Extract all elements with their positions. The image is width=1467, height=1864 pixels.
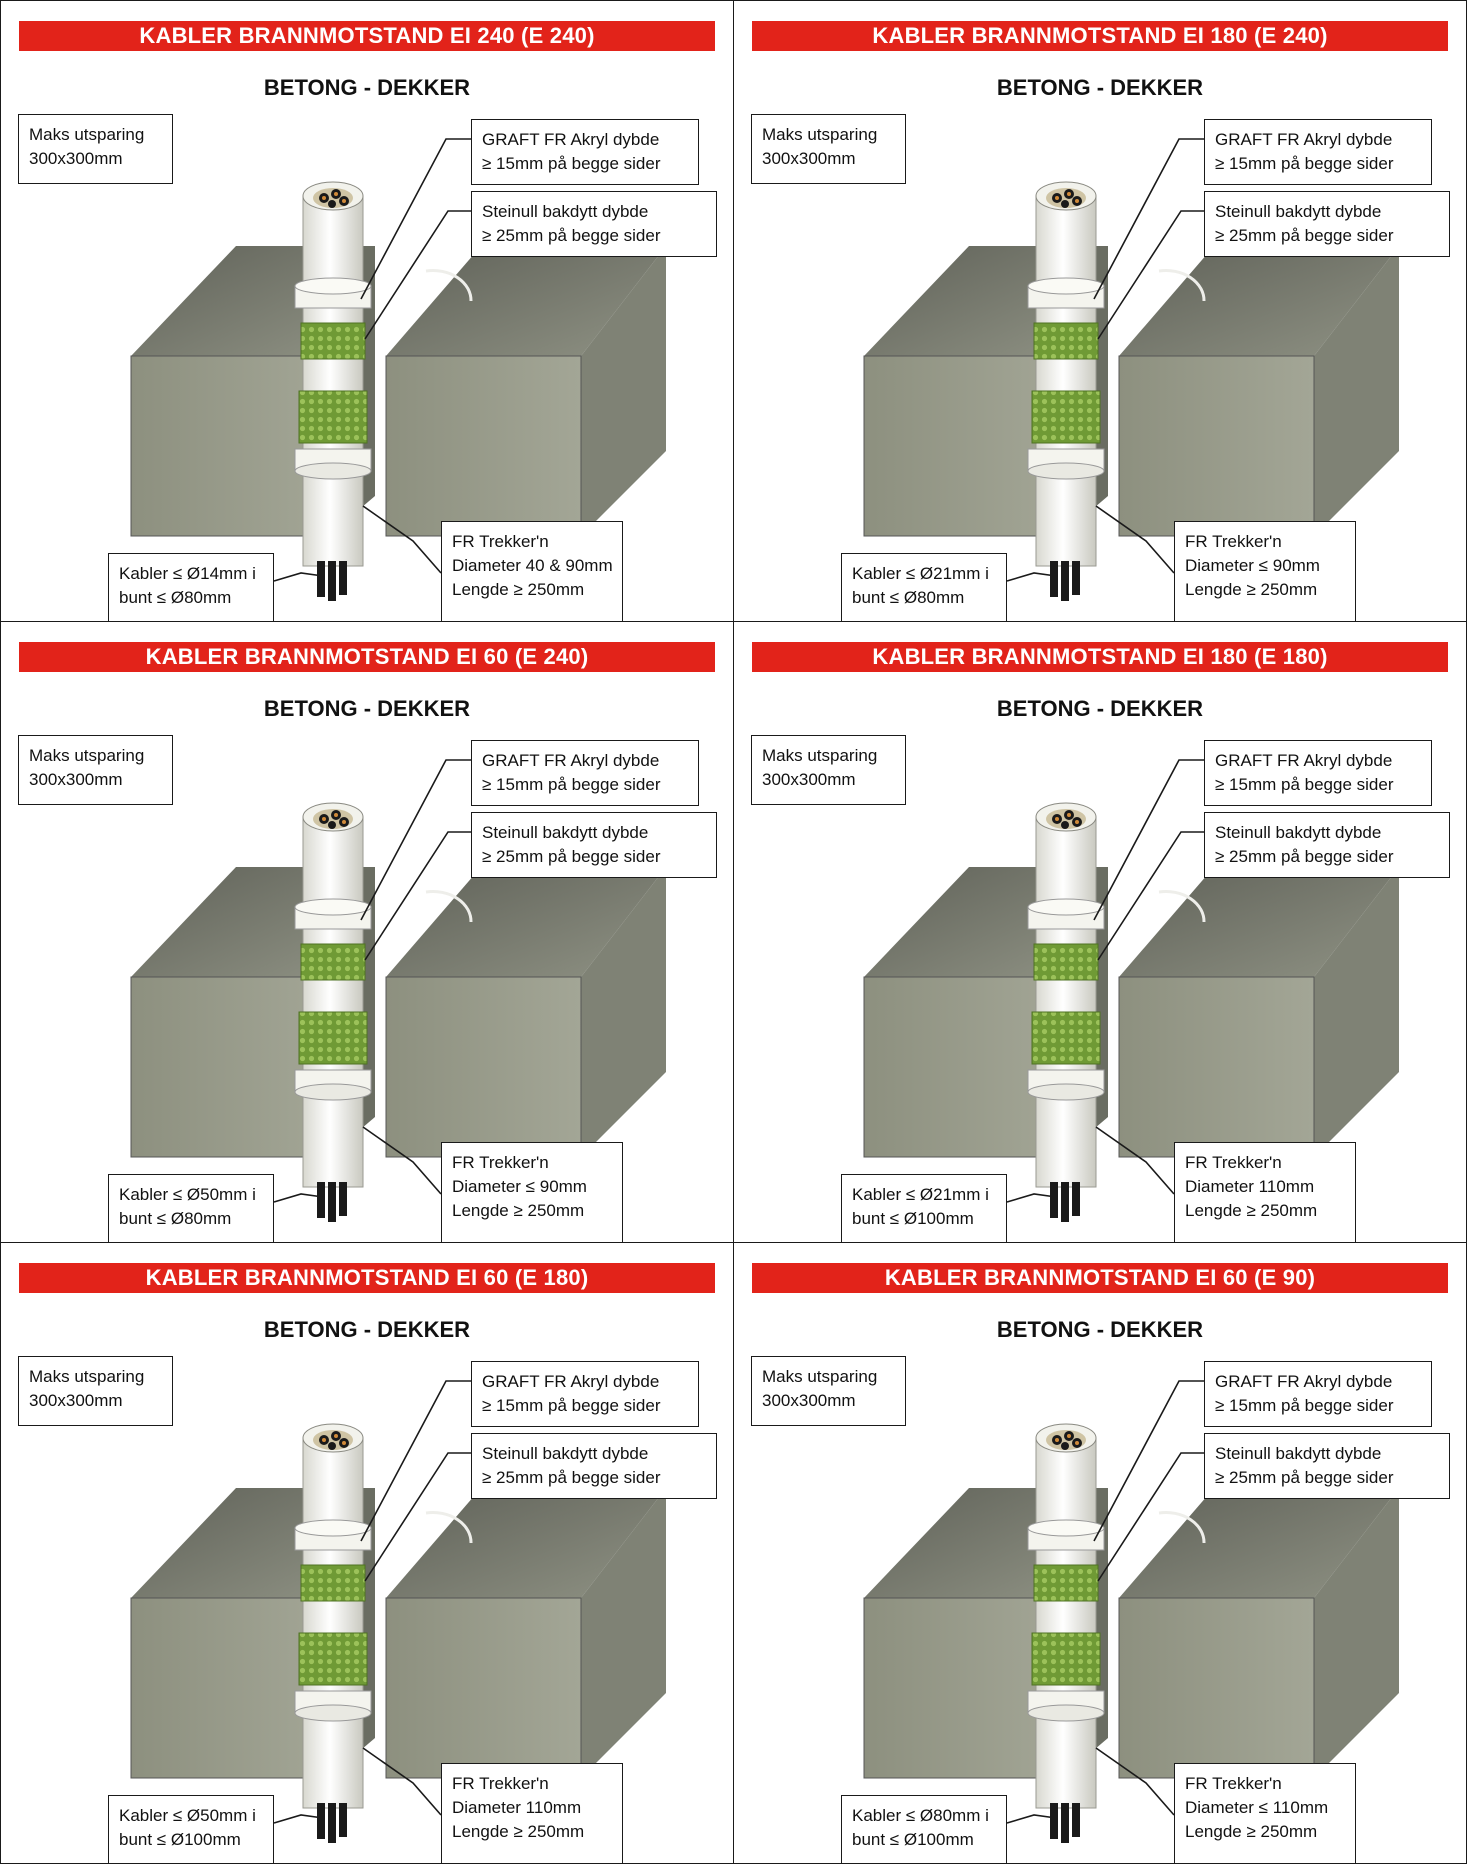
leader-lines: [1006, 759, 1204, 1203]
concrete-slab-right: [385, 246, 666, 537]
detail-panel-3: KABLER BRANNMOTSTAND EI 60 (E 240) BETON…: [0, 621, 734, 1243]
concrete-slab-right: [385, 1488, 666, 1779]
detail-panel-4: KABLER BRANNMOTSTAND EI 180 (E 180) BETO…: [733, 621, 1467, 1243]
leader-lines: [1006, 1380, 1204, 1824]
concrete-slab-right: [1118, 1488, 1399, 1779]
label-steinull: Steinull bakdytt dybde≥ 25mm på begge si…: [1204, 191, 1450, 257]
label-steinull: Steinull bakdytt dybde≥ 25mm på begge si…: [471, 191, 717, 257]
fr-trekker-sleeve: [294, 802, 372, 1222]
panel-subtitle: BETONG - DEKKER: [996, 75, 1204, 100]
penetration-illustration: [130, 759, 666, 1222]
panel-subtitle: BETONG - DEKKER: [996, 696, 1204, 721]
panel-subtitle: BETONG - DEKKER: [263, 1317, 471, 1342]
label-graft-akryl: GRAFT FR Akryl dybde≥ 15mm på begge side…: [471, 740, 699, 806]
label-graft-akryl: GRAFT FR Akryl dybde≥ 15mm på begge side…: [471, 1361, 699, 1427]
fr-trekker-sleeve: [294, 1423, 372, 1843]
panel-title: KABLER BRANNMOTSTAND EI 240 (E 240): [19, 21, 715, 51]
panel-subtitle: BETONG - DEKKER: [996, 1317, 1204, 1342]
label-steinull: Steinull bakdytt dybde≥ 25mm på begge si…: [471, 1433, 717, 1499]
panel-title: KABLER BRANNMOTSTAND EI 60 (E 90): [752, 1263, 1448, 1293]
panel-title: KABLER BRANNMOTSTAND EI 60 (E 240): [19, 642, 715, 672]
penetration-illustration: [863, 759, 1399, 1222]
panel-title: KABLER BRANNMOTSTAND EI 180 (E 240): [752, 21, 1448, 51]
leader-lines: [273, 759, 471, 1203]
leader-lines: [273, 1380, 471, 1824]
concrete-slab-right: [1118, 867, 1399, 1158]
penetration-illustration: [863, 1380, 1399, 1843]
label-graft-akryl: GRAFT FR Akryl dybde≥ 15mm på begge side…: [1204, 119, 1432, 185]
concrete-slab-right: [385, 867, 666, 1158]
label-graft-akryl: GRAFT FR Akryl dybde≥ 15mm på begge side…: [1204, 740, 1432, 806]
leader-lines: [1006, 138, 1204, 582]
fr-trekker-sleeve: [1027, 802, 1105, 1222]
detail-panel-1: KABLER BRANNMOTSTAND EI 240 (E 240) BETO…: [0, 0, 734, 622]
panel-title: KABLER BRANNMOTSTAND EI 60 (E 180): [19, 1263, 715, 1293]
detail-panel-5: KABLER BRANNMOTSTAND EI 60 (E 180) BETON…: [0, 1242, 734, 1864]
detail-panel-2: KABLER BRANNMOTSTAND EI 180 (E 240) BETO…: [733, 0, 1467, 622]
label-steinull: Steinull bakdytt dybde≥ 25mm på begge si…: [1204, 1433, 1450, 1499]
fr-trekker-sleeve: [1027, 1423, 1105, 1843]
panel-subtitle: BETONG - DEKKER: [263, 696, 471, 721]
leader-lines: [273, 138, 471, 582]
label-steinull: Steinull bakdytt dybde≥ 25mm på begge si…: [1204, 812, 1450, 878]
label-graft-akryl: GRAFT FR Akryl dybde≥ 15mm på begge side…: [471, 119, 699, 185]
label-graft-akryl: GRAFT FR Akryl dybde≥ 15mm på begge side…: [1204, 1361, 1432, 1427]
penetration-illustration: [130, 1380, 666, 1843]
panel-subtitle: BETONG - DEKKER: [263, 75, 471, 100]
label-steinull: Steinull bakdytt dybde≥ 25mm på begge si…: [471, 812, 717, 878]
penetration-illustration: [863, 138, 1399, 601]
detail-panel-6: KABLER BRANNMOTSTAND EI 60 (E 90) BETONG…: [733, 1242, 1467, 1864]
fr-trekker-sleeve: [294, 181, 372, 601]
fr-trekker-sleeve: [1027, 181, 1105, 601]
concrete-slab-right: [1118, 246, 1399, 537]
panel-title: KABLER BRANNMOTSTAND EI 180 (E 180): [752, 642, 1448, 672]
penetration-illustration: [130, 138, 666, 601]
